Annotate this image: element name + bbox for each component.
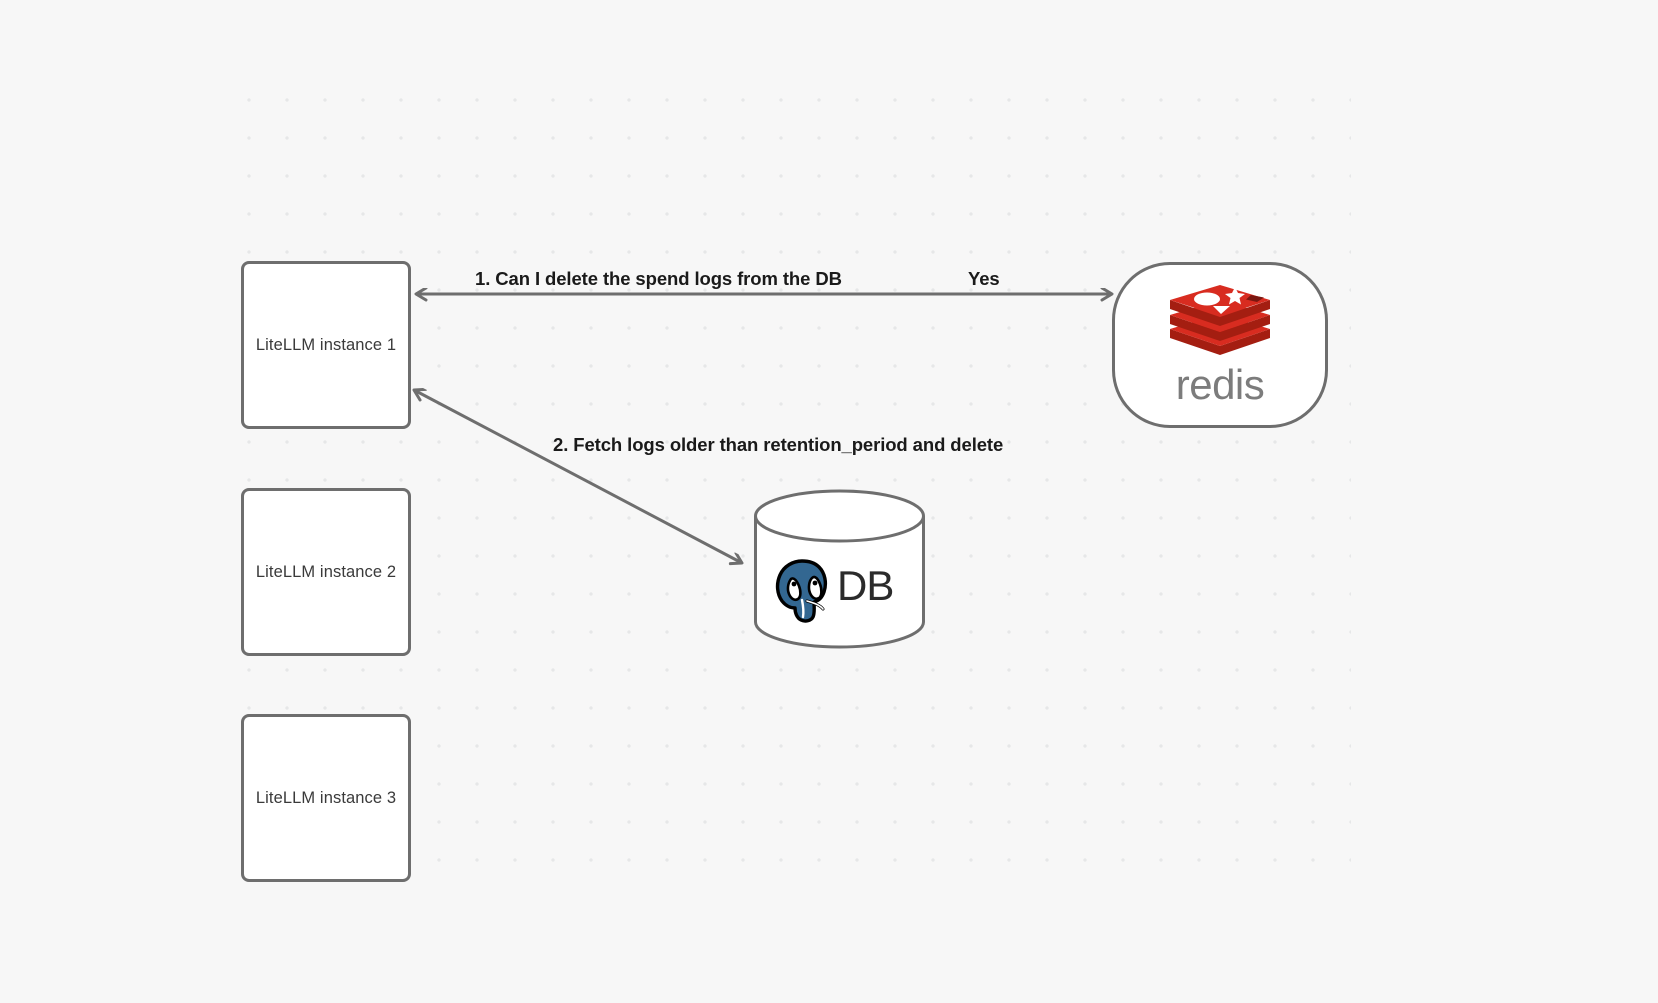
node-litellm-instance-2[interactable]: LiteLLM instance 2 — [241, 488, 411, 656]
database-label: DB — [837, 562, 894, 609]
node-redis[interactable]: redis — [1112, 262, 1328, 428]
node-litellm-instance-1[interactable]: LiteLLM instance 1 — [241, 261, 411, 429]
node-label: LiteLLM instance 1 — [255, 335, 397, 354]
edge-2-label: 2. Fetch logs older than retention_perio… — [553, 434, 1004, 455]
redis-logo-icon — [1167, 283, 1273, 362]
node-label: LiteLLM instance 2 — [255, 562, 397, 581]
edge-1-reply-label: Yes — [968, 268, 1000, 289]
node-label: LiteLLM instance 3 — [255, 788, 397, 807]
redis-wordmark: redis — [1175, 360, 1265, 408]
postgresql-elephant-icon — [767, 551, 839, 628]
node-database[interactable]: DB — [753, 489, 926, 649]
node-litellm-instance-3[interactable]: LiteLLM instance 3 — [241, 714, 411, 882]
edge-1-label: 1. Can I delete the spend logs from the … — [475, 268, 842, 289]
